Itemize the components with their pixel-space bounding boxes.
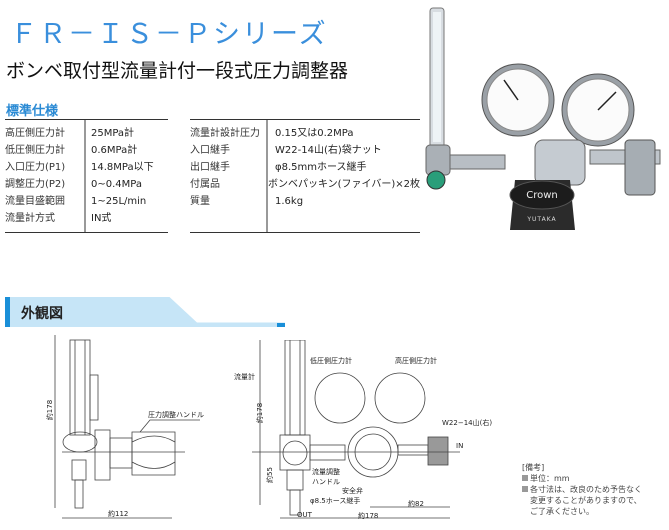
spec-row: 入口継手 W22-14山(右)袋ナット xyxy=(190,142,420,159)
w178-dim: 約178 xyxy=(358,512,379,520)
in-label: IN xyxy=(456,442,464,450)
spec-table-right: 流量計設計圧力 0.15又は0.2MPa 入口継手 W22-14山(右)袋ナット 出… xyxy=(190,119,420,233)
spec-value: 0.15又は0.2MPa xyxy=(275,128,354,139)
side-width-dim: 約112 xyxy=(108,510,129,518)
maker-logo: YUTAKA xyxy=(526,216,556,223)
note-text: 変更することがありますので、 xyxy=(530,496,642,505)
spec-row: 低圧側圧力計 0.6MPa計 xyxy=(5,142,168,159)
spec-row: 調整圧力(P2) 0~0.4MPa xyxy=(5,176,168,193)
side-view-drawing xyxy=(54,335,200,519)
spec-heading: 標準仕様 xyxy=(6,104,59,119)
spec-value: 1~25L/min xyxy=(91,196,147,207)
brand-logo: Crown xyxy=(526,190,558,201)
note-unit: 単位：mm xyxy=(530,474,570,483)
side-height-dim: 約178 xyxy=(46,399,55,421)
pressure-handle-label: 圧力調整ハンドル xyxy=(148,411,204,419)
spec-label: 入口継手 xyxy=(190,145,230,156)
spec-row: 付属品 ボンベパッキン(ファイバー)×2枚 xyxy=(190,176,420,193)
front-view-drawing xyxy=(252,340,460,519)
page-subtitle: ボンベ取付型流量計付一段式圧力調整器 xyxy=(6,60,349,82)
spec-row: 質量 1.6kg xyxy=(190,193,420,210)
spec-value: IN式 xyxy=(91,213,112,224)
spec-value: 1.6kg xyxy=(275,196,304,207)
spec-row: 高圧側圧力計 25MPa計 xyxy=(5,125,168,142)
spec-value: ボンベパッキン(ファイバー)×2枚 xyxy=(267,179,420,190)
inlet-label: W22−14山(右) xyxy=(442,419,493,427)
out-label: OUT xyxy=(297,511,312,519)
flow-handle-label: 流量調整ハンドル xyxy=(312,468,340,486)
spec-value: 0~0.4MPa xyxy=(91,179,142,190)
spec-row: 流量計設計圧力 0.15又は0.2MPa xyxy=(190,125,420,142)
section-header: 外観図 xyxy=(5,297,285,327)
safety-valve-label: 安全弁 xyxy=(342,487,363,495)
w82-dim: 約82 xyxy=(408,500,424,508)
spec-table-left: 高圧側圧力計 25MPa計 低圧側圧力計 0.6MPa計 入口圧力(P1) 14.8M… xyxy=(5,119,168,233)
note-text: ご了承ください。 xyxy=(530,507,594,516)
front-height-dim: 約178 xyxy=(256,402,265,424)
page-title: ＦＲ－ＩＳ－Ｐシリーズ xyxy=(10,19,328,50)
flowmeter-label: 流量計 xyxy=(234,373,255,381)
spec-value: φ8.5mmホース継手 xyxy=(275,162,367,173)
high-gauge-label: 高圧側圧力計 xyxy=(395,357,437,365)
spec-row: 出口継手 φ8.5mmホース継手 xyxy=(190,159,420,176)
spec-label: 高圧側圧力計 xyxy=(5,128,65,139)
spec-value: W22-14山(右)袋ナット xyxy=(275,145,382,156)
spec-value: 0.6MPa計 xyxy=(91,145,138,156)
spec-value: 25MPa計 xyxy=(91,128,135,139)
low-gauge-label: 低圧側圧力計 xyxy=(310,357,352,365)
spec-row: 流量計方式 IN式 xyxy=(5,210,168,227)
notes: [備考] 単位：mm 各寸法は、改良のため予告なく 変更することがありますので、… xyxy=(522,462,642,517)
spec-label: 付属品 xyxy=(190,179,220,190)
spec-label: 流量目盛範囲 xyxy=(5,196,65,207)
hose-fitting-label: φ8.5ホース継手 xyxy=(310,497,361,505)
spec-label: 質量 xyxy=(190,196,210,207)
note-text: 各寸法は、改良のため予告なく xyxy=(530,485,642,494)
spec-label: 調整圧力(P2) xyxy=(5,179,66,190)
spec-label: 低圧側圧力計 xyxy=(5,145,65,156)
spec-row: 流量目盛範囲 1~25L/min xyxy=(5,193,168,210)
spec-row: 入口圧力(P1) 14.8MPa以下 xyxy=(5,159,168,176)
spec-label: 流量計方式 xyxy=(5,213,55,224)
notes-heading: [備考] xyxy=(522,463,545,472)
spec-label: 入口圧力(P1) xyxy=(5,162,66,173)
column-divider xyxy=(266,120,268,232)
spec-label: 出口継手 xyxy=(190,162,230,173)
product-photo: Crown YUTAKA xyxy=(425,7,661,230)
spec-label: 流量計設計圧力 xyxy=(190,128,260,139)
h55-dim: 約55 xyxy=(265,467,274,483)
column-divider xyxy=(84,120,86,232)
spec-value: 14.8MPa以下 xyxy=(91,162,154,173)
section-title: 外観図 xyxy=(21,306,63,322)
